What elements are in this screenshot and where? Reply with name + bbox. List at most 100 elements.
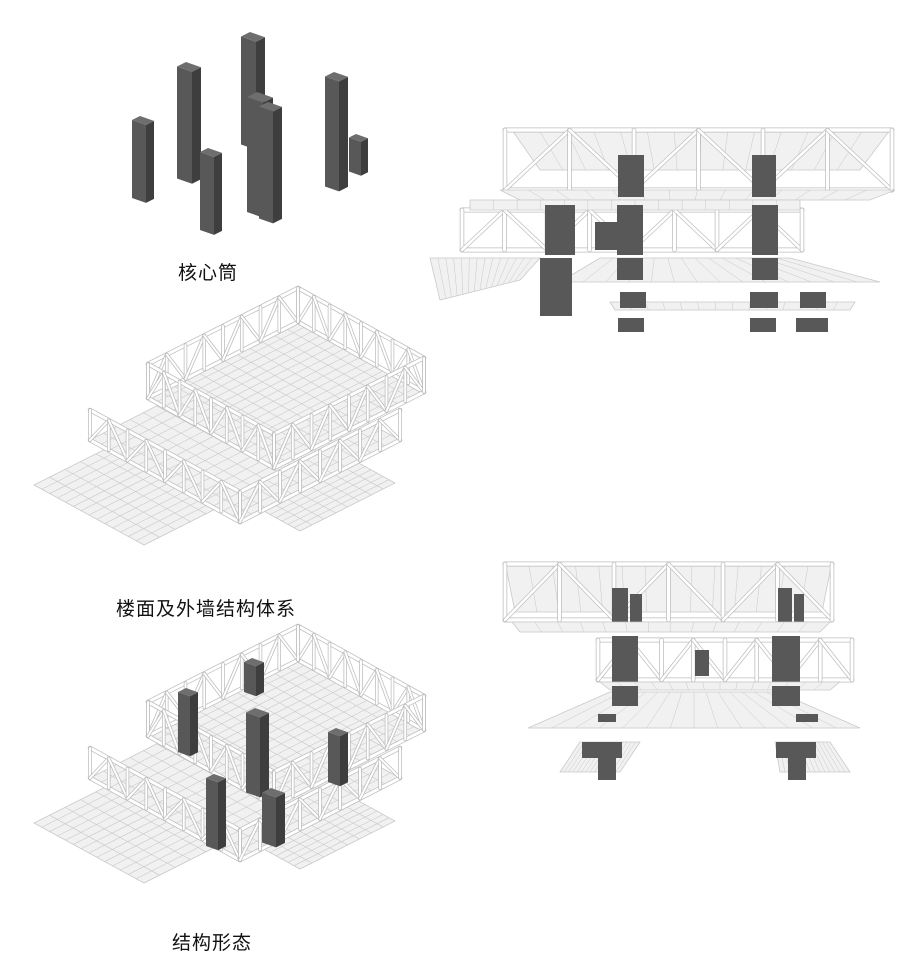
truss-diagonal — [225, 744, 244, 790]
grid-line — [582, 257, 614, 283]
truss-diagonal — [407, 686, 425, 731]
grid-line — [697, 301, 700, 311]
truss-diagonal — [460, 208, 506, 252]
grid-line — [832, 301, 838, 311]
grid-line — [844, 189, 868, 201]
grid-line — [64, 469, 176, 530]
grid-line — [782, 301, 786, 311]
grid-line — [485, 257, 494, 289]
core-face-left — [206, 778, 218, 851]
core-face-top — [328, 728, 348, 737]
truss-diagonal — [107, 419, 129, 462]
core-face-right — [218, 778, 226, 851]
grid-line — [814, 681, 824, 691]
truss-diagonal — [359, 419, 381, 462]
grid-line — [646, 129, 655, 171]
truss-diagonal — [278, 634, 299, 661]
grid-line — [794, 189, 811, 201]
core-tube-1 — [132, 116, 154, 203]
core-face-left — [177, 66, 192, 184]
core-block — [595, 222, 617, 250]
core-block — [540, 258, 572, 316]
core-face-left — [325, 76, 339, 192]
truss-diagonal — [291, 423, 313, 450]
truss-diagonal — [165, 353, 187, 380]
core-face-right — [339, 76, 348, 192]
core-block — [620, 292, 646, 308]
truss-diagonal — [107, 757, 129, 800]
grid-line — [64, 807, 176, 868]
core-block — [598, 758, 616, 780]
core-block — [772, 686, 800, 706]
elevation-view-bottom — [502, 561, 861, 780]
truss-upper-front — [145, 361, 277, 471]
grid-line — [95, 791, 207, 853]
truss-diagonal — [375, 668, 394, 714]
truss-diagonal — [182, 460, 204, 503]
grid-line — [445, 257, 452, 298]
grid-line — [574, 561, 582, 613]
core-block — [778, 588, 792, 622]
truss-diagonal — [162, 371, 181, 417]
truss-diagonal — [328, 651, 347, 679]
truss-diagonal — [126, 777, 148, 800]
grid-line — [712, 561, 716, 613]
grid-line — [708, 257, 744, 283]
truss-diagonal — [182, 798, 204, 841]
grid-line — [667, 257, 675, 283]
grid-line — [776, 621, 785, 633]
grid-line — [669, 189, 671, 201]
grid-line — [669, 621, 672, 633]
grid-line — [598, 561, 603, 613]
truss-diagonal — [344, 313, 362, 358]
core-block — [612, 686, 638, 706]
grid-line — [712, 621, 717, 633]
core-block — [752, 155, 776, 197]
core-block — [752, 205, 778, 255]
core-face-left — [349, 137, 361, 176]
truss-diagonal — [404, 704, 425, 731]
truss-diagonal — [348, 723, 369, 769]
core-face-right — [273, 106, 282, 224]
grid-line — [722, 129, 729, 171]
truss-diagonal — [210, 406, 228, 434]
grid-line — [461, 257, 464, 295]
grid-line — [579, 621, 585, 633]
core-face-left — [200, 152, 214, 235]
core-face-right — [260, 712, 269, 798]
core-face-top — [200, 148, 222, 157]
core-block — [796, 714, 818, 722]
truss-diagonal — [310, 404, 332, 450]
core-tube-2 — [177, 62, 201, 184]
core-face-left — [178, 692, 190, 757]
grid-line — [551, 691, 623, 729]
core-face-right — [361, 138, 368, 176]
truss-diagonal — [366, 723, 388, 750]
grid-line — [437, 257, 446, 299]
truss-diagonal — [360, 330, 378, 358]
truss-middle-front — [87, 407, 243, 525]
core-tube-3 — [200, 148, 222, 235]
core-face-right — [146, 120, 154, 203]
truss-diagonal — [291, 761, 313, 788]
core-face-right — [340, 732, 348, 787]
caption-cores: 核心筒 — [178, 262, 239, 284]
grid-line — [235, 353, 362, 424]
core-block — [788, 758, 806, 780]
grid-line — [222, 359, 350, 431]
truss-diagonal — [162, 709, 181, 755]
core-face-top — [132, 116, 154, 125]
grid-line — [197, 372, 325, 443]
grid-line — [557, 621, 564, 633]
truss-diagonal — [721, 562, 779, 622]
grid-line — [825, 741, 846, 773]
grid-line — [479, 257, 486, 291]
truss-diagonal — [379, 419, 401, 441]
core-tube-f — [262, 788, 285, 848]
grid-line — [496, 257, 509, 286]
core-block — [598, 714, 616, 722]
truss-diagonal — [297, 633, 315, 661]
core-block — [617, 258, 643, 280]
core-face-right — [276, 792, 285, 848]
